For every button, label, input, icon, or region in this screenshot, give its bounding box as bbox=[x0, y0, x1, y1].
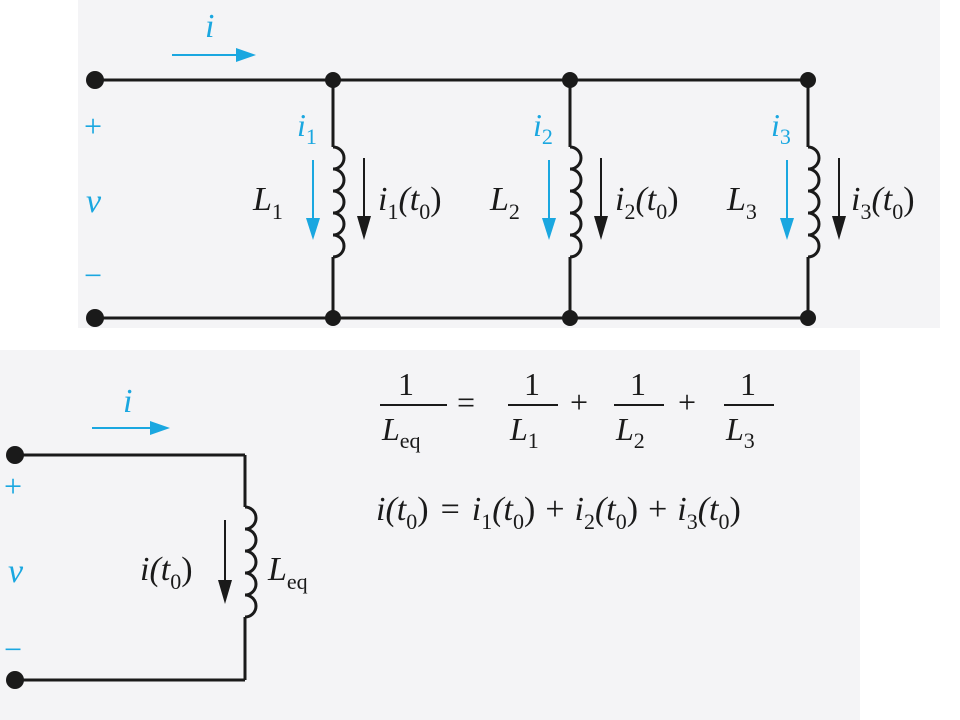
eq2-expression: i(t0)=i1(t0)+i2(t0)+i3(t0) bbox=[376, 491, 741, 534]
eq1-plus1: + bbox=[570, 384, 588, 420]
eq-current-arrow-icon bbox=[150, 421, 170, 435]
eq1-frac2-den: L2 bbox=[615, 411, 645, 453]
eq-terminal-bottom bbox=[6, 671, 24, 689]
node-bottom-2 bbox=[562, 310, 578, 326]
eq-polarity-plus: + bbox=[4, 468, 22, 504]
polarity-plus: + bbox=[84, 108, 102, 144]
branch1-current-label: i1 bbox=[297, 107, 317, 149]
inductor-L2-label: L2 bbox=[489, 181, 520, 224]
node-top-1 bbox=[325, 72, 341, 88]
node-top-3 bbox=[800, 72, 816, 88]
eq1-plus2: + bbox=[678, 384, 696, 420]
eq1-frac1-den: L1 bbox=[509, 411, 539, 453]
eq1-frac2-num: 1 bbox=[630, 366, 646, 402]
top-panel bbox=[78, 0, 940, 328]
eq-polarity-minus: − bbox=[4, 631, 22, 667]
inductor-L2-coil bbox=[569, 145, 583, 259]
polarity-minus: − bbox=[84, 257, 102, 293]
branch3-current-arrow-icon bbox=[780, 218, 794, 240]
eq1-frac3-num: 1 bbox=[740, 366, 756, 402]
eq-terminal-top bbox=[6, 446, 24, 464]
eq-voltage-label: v bbox=[8, 553, 24, 590]
eq-initial-current-label: i(t0) bbox=[140, 551, 193, 594]
bottom-panel bbox=[0, 350, 860, 720]
inductor-L1-label: L1 bbox=[252, 181, 283, 224]
eq-initial-arrow-icon bbox=[218, 580, 232, 604]
eq1-frac0-num: 1 bbox=[398, 366, 414, 402]
eq1-frac3-den: L3 bbox=[725, 411, 755, 453]
equivalent-circuit: i + v − i(t0) Leq bbox=[4, 383, 308, 689]
branch1-current-arrow-icon bbox=[306, 218, 320, 240]
inductor-L3-coil bbox=[807, 145, 821, 259]
inductor-L3-label: L3 bbox=[726, 181, 757, 224]
branch3-initial-arrow-icon bbox=[832, 216, 846, 240]
node-bottom-1 bbox=[325, 310, 341, 326]
branch2-initial-arrow-icon bbox=[594, 216, 608, 240]
node-top-2 bbox=[562, 72, 578, 88]
terminal-bottom-left bbox=[86, 309, 104, 327]
terminal-top-left bbox=[86, 71, 104, 89]
node-bottom-3 bbox=[800, 310, 816, 326]
branch2-current-label: i2 bbox=[533, 107, 553, 149]
branch1-initial-arrow-icon bbox=[357, 216, 371, 240]
eq-current-label: i bbox=[123, 383, 132, 420]
source-current-arrow-icon bbox=[236, 48, 256, 62]
eq1-frac0-den: Leq bbox=[381, 411, 421, 453]
branch2-initial-current-label: i2(t0) bbox=[615, 181, 679, 224]
branch2-current-arrow-icon bbox=[542, 218, 556, 240]
top-circuit: i + v − i1 L1 i1(t0) i2 L2 i2(t0) i3 L3 … bbox=[84, 8, 915, 327]
eq1-equals: = bbox=[457, 384, 475, 420]
eq1-frac1-num: 1 bbox=[524, 366, 540, 402]
branch1-initial-current-label: i1(t0) bbox=[378, 181, 442, 224]
source-current-label: i bbox=[205, 8, 214, 45]
inductor-L1-coil bbox=[332, 145, 346, 259]
equations: 1 Leq = 1 L1 + 1 L2 + 1 L3 i(t0)=i1(t0)+… bbox=[376, 366, 774, 534]
branch3-current-label: i3 bbox=[771, 107, 791, 149]
branch3-initial-current-label: i3(t0) bbox=[851, 181, 915, 224]
inductor-Leq-coil bbox=[244, 505, 258, 619]
voltage-label: v bbox=[86, 183, 102, 220]
inductor-Leq-label: Leq bbox=[267, 551, 308, 594]
